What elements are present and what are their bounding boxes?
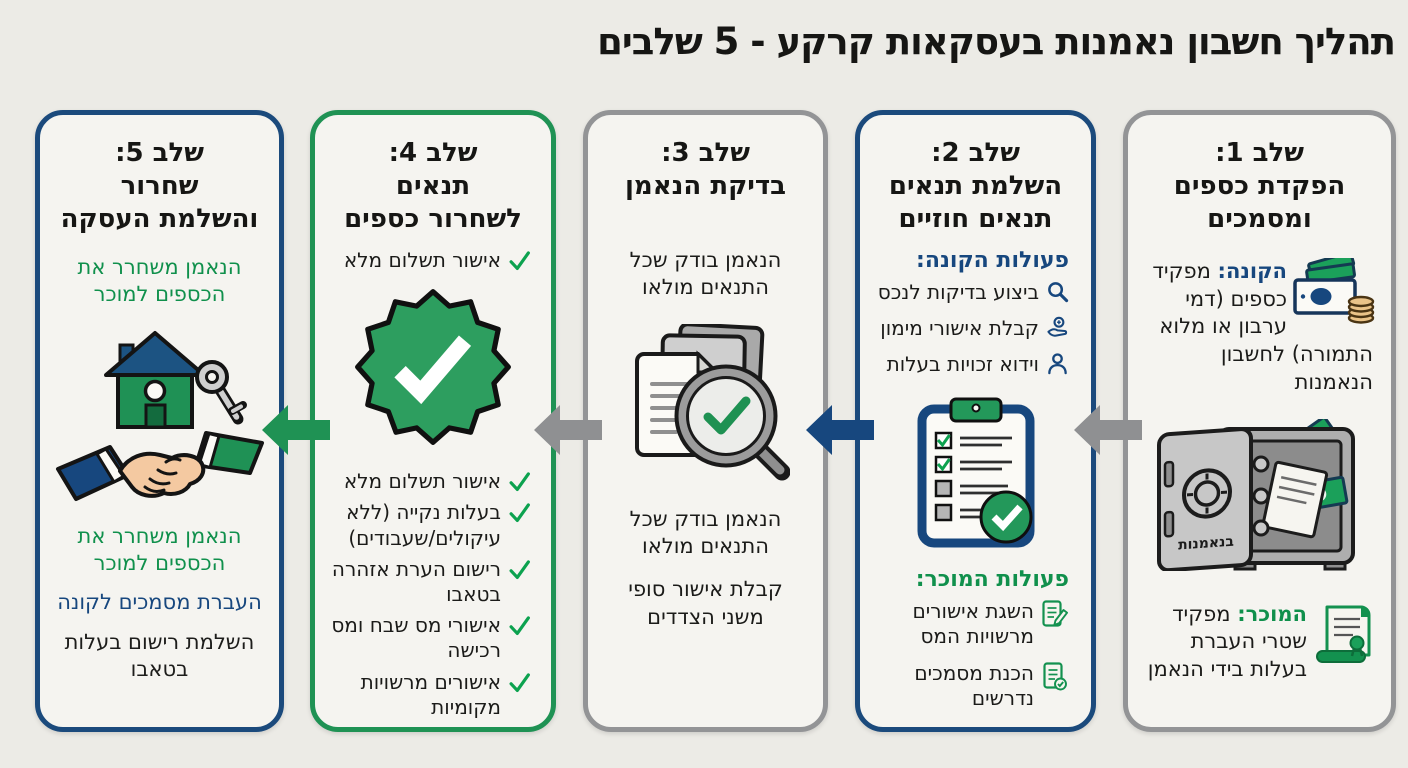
key-icon bbox=[194, 359, 247, 425]
release-conditions-checklist: אישור תשלום מלא בעלות נקייה (ללא עיקולים… bbox=[327, 469, 539, 720]
trustee-check-text-top: הנאמן בודק שכל התנאים מולאו bbox=[629, 248, 782, 300]
open-safe-icon: בנאמנות bbox=[1157, 418, 1355, 571]
safe-door-label: בנאמנות bbox=[1178, 533, 1234, 553]
approval-badge-icon bbox=[355, 289, 511, 446]
seller-text: מפקיד שטרי העברת בעלות בידי הנאמן bbox=[1147, 601, 1307, 682]
checklist-item: בעלות נקייה (ללא עיקולים/שעבודים) bbox=[327, 500, 539, 550]
step-5-card: שלב 5: שחרור והשלמת העסקה הנאמן משחרר את… bbox=[35, 110, 284, 732]
step-1-buyer-paragraph: הקונה: מפקיד כספים (דמי ערבון או מלוא הת… bbox=[1140, 251, 1379, 397]
checklist-item: אישור תשלום מלא bbox=[327, 248, 539, 273]
seller-actions-heading: פעולות המוכר: bbox=[915, 567, 1069, 593]
step-1-card: שלב 1: הפקדת כספים ומסמכים bbox=[1123, 110, 1396, 732]
checklist-item: אישור תשלום מלא bbox=[327, 469, 539, 494]
handshake-icon bbox=[55, 430, 264, 501]
buyer-label: הקונה: bbox=[1217, 259, 1287, 284]
checkmark-icon bbox=[509, 616, 530, 636]
buyer-actions-heading: פעולות הקונה: bbox=[916, 248, 1069, 274]
seller-action-item: הכנת מסמכים נדרשים bbox=[872, 661, 1079, 711]
document-edit-icon bbox=[1041, 599, 1069, 635]
step-4-card: שלב 4: תנאים לשחרור כספים אישור תשלום מל… bbox=[310, 110, 556, 732]
final-approval-text: קבלת אישור סופי משני הצדדים bbox=[628, 577, 783, 629]
person-icon bbox=[1046, 352, 1069, 381]
buyer-action-item: ביצוע בדיקות לנכס bbox=[872, 280, 1079, 309]
arrow-step2-to-step3 bbox=[806, 405, 874, 455]
house-key-handshake-icon bbox=[55, 330, 264, 501]
step-3-title: שלב 3: בדיקת הנאמן bbox=[624, 138, 787, 202]
seller-action-item: השגת אישורים מרשויות המס bbox=[872, 599, 1079, 649]
step-5-title: שלב 5: שחרור והשלמת העסקה bbox=[60, 138, 259, 235]
arrow-step1-to-step2 bbox=[1074, 405, 1142, 455]
checklist-clipboard-icon bbox=[917, 397, 1034, 548]
magnifier-icon bbox=[1046, 280, 1069, 309]
checkmark-icon bbox=[509, 560, 530, 579]
transfer-documents-text: העברת מסמכים לקונה bbox=[57, 590, 262, 615]
step-4-title: שלב 4: תנאים לשחרור כספים bbox=[344, 138, 522, 235]
seller-label: המוכר: bbox=[1237, 601, 1307, 626]
document-check-icon bbox=[1041, 661, 1069, 697]
arrow-step4-to-step5 bbox=[262, 405, 330, 455]
buyer-text: מפקיד כספים (דמי ערבון או מלוא התמורה) ל… bbox=[1152, 259, 1373, 394]
house-icon bbox=[103, 330, 206, 429]
checklist-item: אישורים מרשויות מקומיות bbox=[327, 670, 539, 720]
checklist-item: אישורי מס שבח ומס רכישה bbox=[327, 613, 539, 663]
page-title: תהליך חשבון נאמנות בעסקאות קרקע - 5 שלבי… bbox=[597, 20, 1396, 63]
step-3-card: שלב 3: בדיקת הנאמן הנאמן בודק שכל התנאים… bbox=[583, 110, 828, 732]
deed-scroll-icon bbox=[1313, 601, 1375, 673]
trustee-check-text-bottom: הנאמן בודק שכל התנאים מולאו bbox=[629, 506, 782, 558]
hand-coin-icon bbox=[1046, 316, 1069, 345]
documents-magnifier-icon bbox=[634, 323, 790, 481]
step-1-title: שלב 1: הפקדת כספים ומסמכים bbox=[1173, 138, 1346, 235]
money-bills-icon bbox=[1293, 251, 1375, 334]
arrow-step3-to-step4 bbox=[534, 405, 602, 455]
step-2-card: שלב 2: השלמת תנאים תנאים חוזיים פעולות ה… bbox=[855, 110, 1096, 732]
checkmark-icon bbox=[509, 472, 530, 492]
step-2-title: שלב 2: השלמת תנאים תנאים חוזיים bbox=[888, 138, 1063, 235]
registration-text: השלמת רישום בעלות בטאבו bbox=[64, 629, 255, 681]
release-funds-text-top: הנאמן משחרר את הכספים למוכר bbox=[77, 255, 242, 307]
buyer-action-item: וידוא זכויות בעלות bbox=[872, 352, 1079, 381]
checkmark-icon bbox=[509, 672, 530, 692]
checkmark-icon bbox=[509, 251, 530, 271]
checklist-item: רישום הערת אזהרה בטאבו bbox=[327, 557, 539, 607]
checkmark-icon bbox=[509, 503, 530, 523]
release-funds-text-bottom: הנאמן משחרר את הכספים למוכר bbox=[77, 523, 242, 575]
step-1-seller-paragraph: המוכר: מפקיד שטרי העברת בעלות בידי הנאמן bbox=[1140, 601, 1379, 684]
buyer-action-item: קבלת אישורי מימון bbox=[872, 316, 1079, 345]
